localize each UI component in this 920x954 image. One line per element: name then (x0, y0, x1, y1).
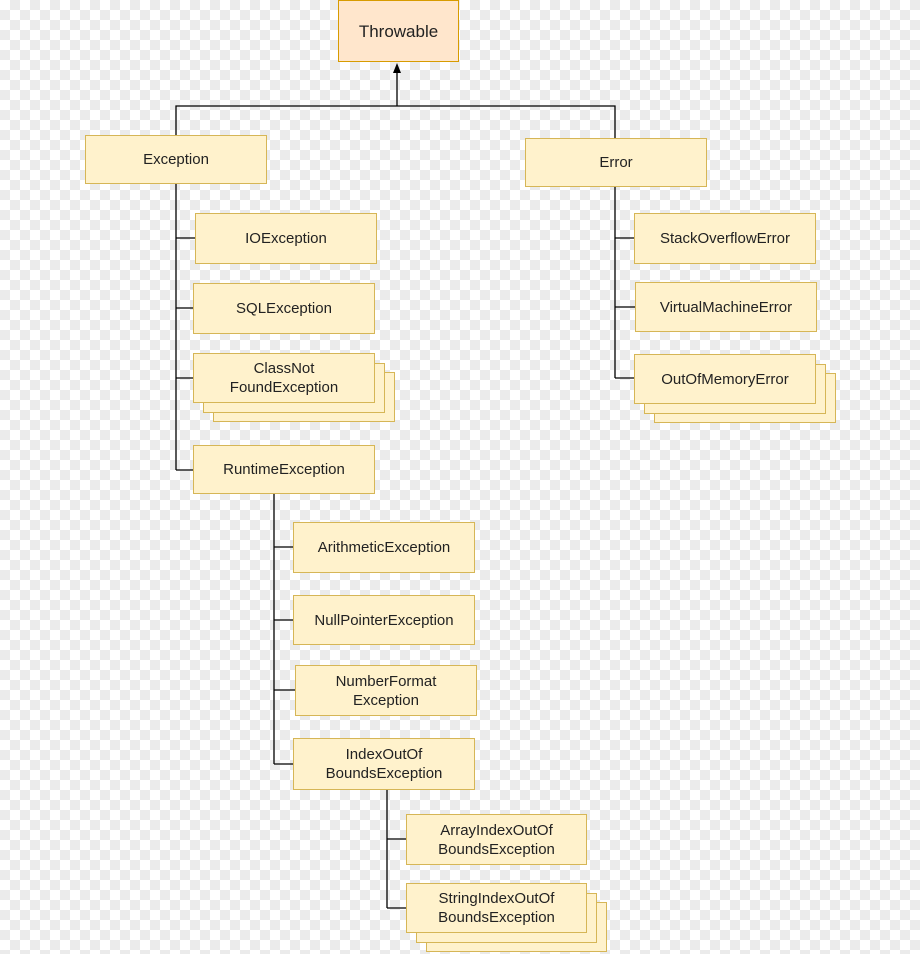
error-node: Error (525, 138, 707, 187)
sqlexception-node: SQLException (193, 283, 375, 334)
arrayindexoutofboundsexception-node: ArrayIndexOutOf BoundsException (406, 814, 587, 865)
throwable-node: Throwable (338, 0, 459, 62)
throwable-branch-line (175, 105, 616, 138)
virtualmachineerror-node: VirtualMachineError (635, 282, 817, 332)
arithmeticexception-node: ArithmeticException (293, 522, 475, 573)
exception-node: Exception (85, 135, 267, 184)
nullpointerexception-node: NullPointerException (293, 595, 475, 645)
outofmemoryerror-node: OutOfMemoryError (634, 354, 816, 404)
classnotfoundexception-node: ClassNot FoundException (193, 353, 375, 403)
indexoutofboundsexception-node: IndexOutOf BoundsException (293, 738, 475, 790)
ioexception-node: IOException (195, 213, 377, 264)
stackoverflowerror-node: StackOverflowError (634, 213, 816, 264)
numberformatexception-node: NumberFormat Exception (295, 665, 477, 716)
stringindexoutofboundsexception-node: StringIndexOutOf BoundsException (406, 883, 587, 933)
runtimeexception-node: RuntimeException (193, 445, 375, 494)
